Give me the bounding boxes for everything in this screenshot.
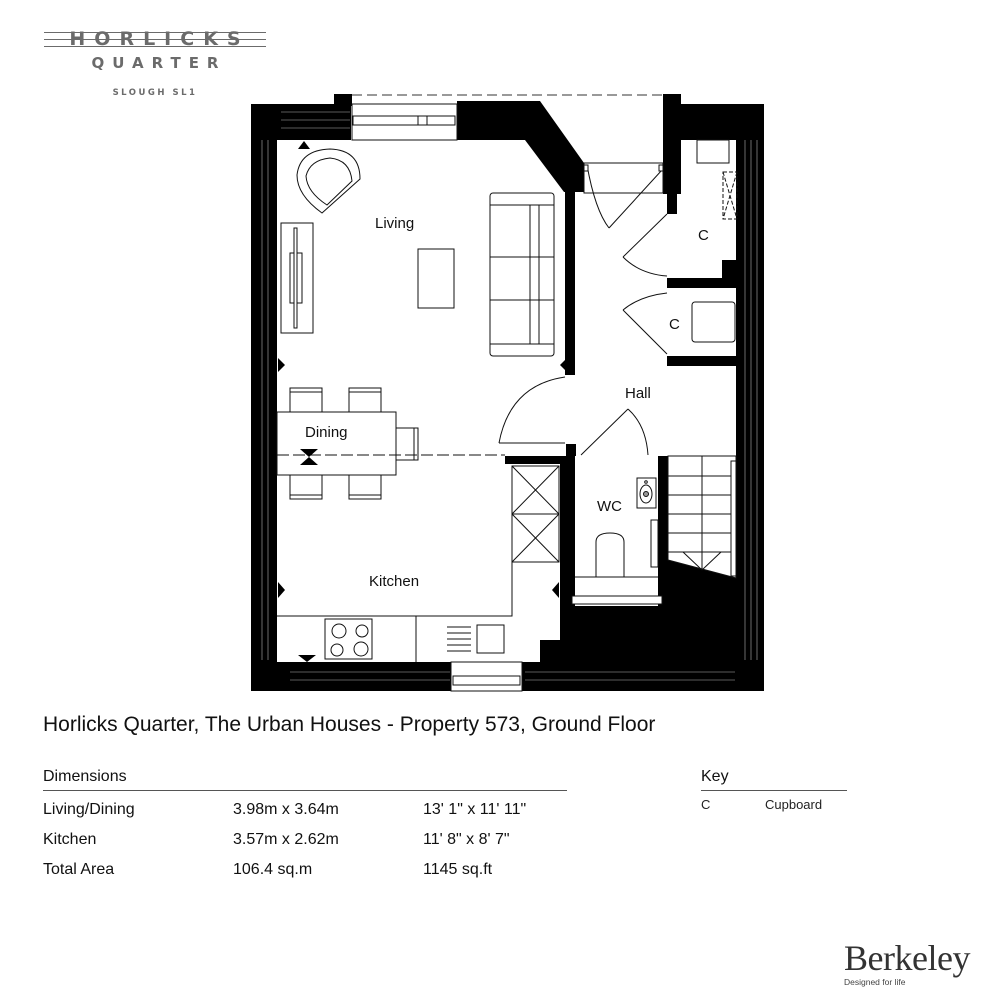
under-stairs-solid xyxy=(560,560,738,691)
wall-living-hall xyxy=(565,192,575,375)
wall-cupboard-step xyxy=(722,260,738,280)
cupboard-1-door xyxy=(622,213,668,277)
wall-top-left xyxy=(251,104,351,140)
room-label-dining: Dining xyxy=(305,424,348,441)
meter-box xyxy=(696,139,730,164)
wall-left xyxy=(251,104,277,691)
dimension-metric: 106.4 sq.m xyxy=(233,861,313,878)
wall-cupboard-bottom xyxy=(667,356,739,366)
berkeley-logo: Berkeley Designed for life xyxy=(844,940,970,987)
coffee-table xyxy=(417,248,455,309)
wall-bottom-left xyxy=(251,662,451,691)
wall-cupboard-divider xyxy=(667,278,739,288)
wall-kitchen-top xyxy=(505,456,575,464)
armchair xyxy=(296,148,361,214)
top-window xyxy=(351,103,458,141)
entrance-door xyxy=(583,162,664,229)
dimensions-heading: Dimensions xyxy=(43,768,567,791)
dimension-imperial: 1145 sq.ft xyxy=(423,861,493,878)
room-label-cupboard-2: C xyxy=(669,316,680,333)
dimensions-table: Dimensions Living/Dining 3.98m x 3.64m 1… xyxy=(43,768,567,885)
walls xyxy=(251,94,764,691)
wall-hatching xyxy=(261,111,758,681)
living-hall-door xyxy=(498,376,566,444)
logo-rule-bottom xyxy=(44,46,266,47)
wall-top-bay xyxy=(457,101,584,192)
sink xyxy=(447,624,505,654)
plan-title: Horlicks Quarter, The Urban Houses - Pro… xyxy=(43,713,656,736)
room-label-living: Living xyxy=(375,215,414,232)
dimensions-row: Total Area 106.4 sq.m 1145 sq.ft xyxy=(43,855,567,885)
dimension-metric: 3.98m x 3.64m xyxy=(233,801,339,818)
wall-wc-right xyxy=(658,456,668,606)
boiler-unit xyxy=(691,301,736,343)
hob xyxy=(324,618,373,660)
floor-plan: Living Dining Kitchen Hall WC C C xyxy=(251,94,764,692)
wc-radiator xyxy=(650,519,659,568)
dimension-room: Kitchen xyxy=(43,831,97,848)
key-item: C Cupboard xyxy=(701,797,847,812)
logo-rule-top xyxy=(44,32,266,33)
dimension-room: Living/Dining xyxy=(43,801,135,818)
key-heading: Key xyxy=(701,768,847,791)
tv-unit xyxy=(280,222,314,334)
wall-door-jamb xyxy=(566,444,576,458)
wall-bottom-right xyxy=(522,662,764,691)
sofa xyxy=(489,192,555,357)
wall-cupboard-jamb xyxy=(667,194,677,214)
key-legend: Key C Cupboard xyxy=(701,768,847,812)
wc-step xyxy=(571,595,663,605)
dimension-room: Total Area xyxy=(43,861,115,878)
section-markers xyxy=(278,141,567,662)
dimensions-row: Living/Dining 3.98m x 3.64m 13' 1" x 11'… xyxy=(43,795,567,825)
cupboard-2-door xyxy=(622,292,668,355)
key-code: C xyxy=(701,797,711,812)
logo-rule-middle xyxy=(44,39,266,40)
dining-set xyxy=(276,387,419,500)
logo-sub: QUARTER xyxy=(91,54,227,72)
room-label-cupboard-1: C xyxy=(698,227,709,244)
wc-door xyxy=(580,408,649,456)
logo-main-wordmark: HORLICKS xyxy=(44,28,266,50)
room-label-kitchen: Kitchen xyxy=(369,573,419,590)
dimension-metric: 3.57m x 2.62m xyxy=(233,831,339,848)
wc-basin xyxy=(636,477,657,509)
back-door xyxy=(450,661,523,692)
logo-location: SLOUGH SL1 xyxy=(112,88,198,98)
brand-name: Berkeley xyxy=(844,938,970,978)
dimensions-row: Kitchen 3.57m x 2.62m 11' 8" x 8' 7" xyxy=(43,825,567,855)
dimension-imperial: 11' 8" x 8' 7" xyxy=(423,831,510,848)
worktop xyxy=(277,562,513,662)
room-label-hall: Hall xyxy=(625,385,651,402)
toilet xyxy=(575,532,658,578)
tall-units xyxy=(511,465,560,563)
wall-right xyxy=(736,104,764,691)
room-label-wc: WC xyxy=(597,498,622,515)
key-meaning: Cupboard xyxy=(765,797,823,812)
dimension-imperial: 13' 1" x 11' 11" xyxy=(423,801,527,818)
horlicks-quarter-logo: HORLICKS QUARTER SLOUGH SL1 xyxy=(44,28,266,98)
brand-tagline: Designed for life xyxy=(844,977,906,987)
cupboard-shelf xyxy=(722,171,738,220)
wall-top-left-cap xyxy=(334,94,352,106)
staircase[interactable] xyxy=(667,455,737,579)
